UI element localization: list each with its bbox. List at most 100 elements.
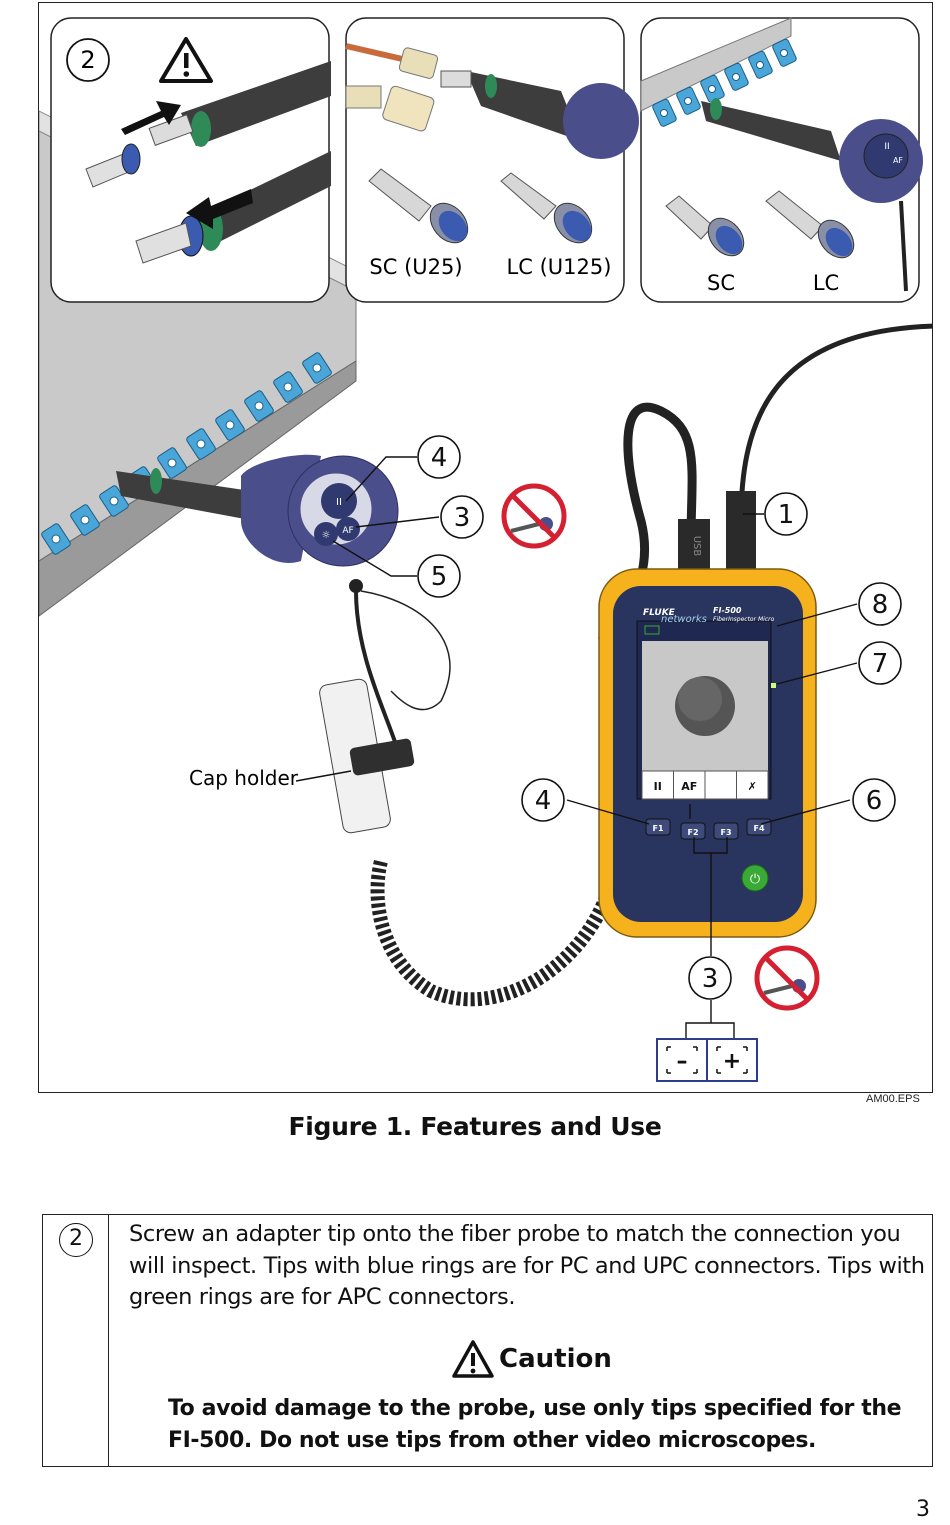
figure-caption: Figure 1. Features and Use [288,1112,662,1141]
figure-frame: 2 [38,2,933,1093]
sc-label: SC [707,271,735,295]
softkey-pause[interactable]: II [641,770,674,800]
zoom-keys: – + [656,1038,758,1082]
fi500-device: FLUKE networks FI-500 FiberInspector Mic… [598,568,817,938]
light-icon: ☼ [322,530,331,541]
callout-probe-pause: 4 [417,435,461,479]
eps-file-label: AM00.EPS [866,1093,920,1105]
svg-text:AF: AF [342,526,353,536]
step-callout-number: 2 [80,46,95,74]
callout-f2f3: 3 [688,956,732,1000]
callout-number: 6 [866,786,883,816]
status-led [771,683,776,688]
softkey-autofocus-label: AF [681,780,697,793]
model-sub: FiberInspector Micro [713,616,775,623]
step-text: Screw an adapter tip onto the fiber prob… [129,1221,925,1310]
softkey-settings-label: ✗ [748,780,757,793]
lc-tip-illustration-2 [765,190,855,259]
sc-tip-illustration-2 [665,195,745,257]
callout-probe-light: 5 [417,554,461,598]
callout-number: 3 [702,964,719,994]
panel-port [215,409,245,441]
sc-u25-label: SC (U25) [369,255,462,279]
key-f1-label: F1 [652,824,663,833]
key-f2[interactable]: F2 [680,822,706,840]
step-number-cell: 2 [43,1215,109,1466]
battery-icon [644,625,660,635]
caution-heading: Caution [451,1337,612,1381]
softkey-blank[interactable] [704,770,737,800]
brand-networks: networks [661,614,707,625]
arrow-left-icon [186,189,253,229]
panel-port [302,352,332,384]
panel-port [676,86,701,115]
fiber-probe: ☼ AF II [116,454,399,593]
probe-af-button[interactable] [336,517,360,541]
key-f2-label: F2 [687,828,698,837]
no-probe-pressing-icon [501,483,567,549]
callout-number: 5 [431,562,448,592]
callout-leaders [332,456,858,1039]
callout-screen: 8 [858,582,902,626]
svg-text:AF: AF [893,156,903,165]
panel-port [724,62,749,91]
panel-port [157,447,187,479]
device-connectors: USB [678,491,756,571]
power-icon: ⏻ [750,872,760,887]
key-f3-label: F3 [720,828,731,837]
cap-holder: Cap holder [189,678,415,834]
brand-fluke: FLUKE [643,608,676,618]
key-f4-label: F4 [753,824,764,833]
callout-number: 3 [454,503,471,533]
key-f1[interactable]: F1 [645,818,671,836]
panel-port [186,428,216,460]
cap-holder-label: Cap holder [189,766,299,790]
step-number: 2 [59,1223,93,1257]
panel-port [244,390,274,422]
power-button[interactable] [741,864,769,892]
callout-number: 4 [535,786,552,816]
no-probe-pressing-icon-2 [754,945,820,1011]
zoom-out-key[interactable]: – [677,1049,688,1074]
lc-u125-label: LC (U125) [507,255,612,279]
probe-pause-button[interactable]: II [327,489,351,513]
sc-tip-illustration [368,168,469,244]
zoom-in-key[interactable]: + [723,1049,741,1074]
panel-port [273,371,303,403]
lc-label: LC [813,271,839,295]
model-name: FI-500 [713,606,742,615]
inset-step-2: 2 [50,17,331,303]
callout-led: 7 [858,641,902,685]
step-table: 2 Screw an adapter tip onto the fiber pr… [42,1214,933,1467]
panel-port [748,50,773,79]
softkey-settings[interactable]: ✗ [736,770,769,800]
callout-number: 1 [778,500,795,530]
panel-port [70,504,100,536]
callout-f1: 4 [521,778,565,822]
softkey-autofocus[interactable]: AF [673,770,706,800]
inset-probe-panel: II AF SC LC [640,17,923,303]
key-f4[interactable]: F4 [746,818,772,836]
key-f3[interactable]: F3 [713,822,739,840]
panel-port [99,485,129,517]
panel-port [700,74,725,103]
callout-number: 7 [872,649,889,679]
callout-number: 8 [872,590,889,620]
probe-light-button[interactable] [314,522,338,546]
arrow-right-icon [121,101,181,135]
panel-port [772,38,797,67]
figure-illustration: 2 [39,17,932,1082]
callout-f4: 6 [852,778,896,822]
svg-text:II: II [884,142,889,152]
svg-text:II: II [336,497,342,508]
warning-icon [159,37,213,83]
caution-title: Caution [499,1344,612,1374]
lc-tip-illustration [500,172,593,244]
page-number: 3 [916,1497,930,1522]
caution-icon [452,1340,494,1378]
inset-adapter-tips: SC (U25) LC (U125) [345,17,639,303]
softkey-pause-label: II [654,780,662,793]
panel-port [652,98,677,127]
panel-port [41,523,71,555]
probe-tip-illustration [85,61,331,264]
